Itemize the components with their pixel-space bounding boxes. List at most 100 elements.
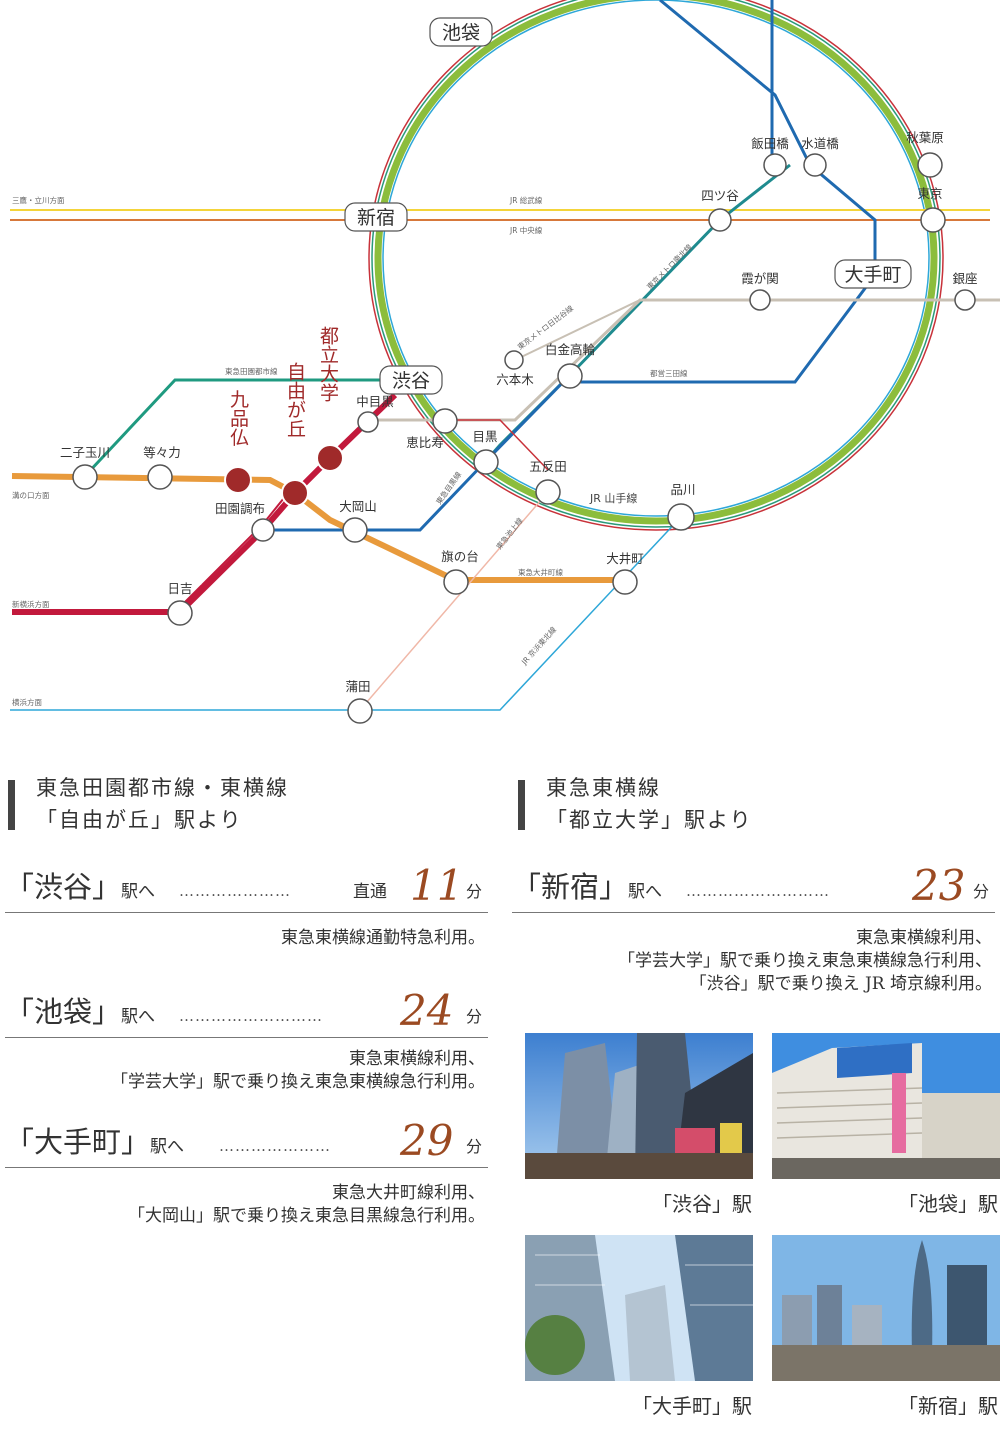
svg-text:五反田: 五反田 (529, 459, 567, 474)
photo-otemachi (525, 1235, 753, 1381)
hub-shibuya: 渋谷 (379, 365, 443, 395)
svg-text:品川: 品川 (670, 482, 695, 497)
route-minutes: 23 (912, 861, 966, 910)
route-shinjuku: 「新宿」駅へ ……………………… 23 分 (512, 860, 995, 913)
svg-text:新宿: 新宿 (357, 207, 395, 229)
svg-text:九品仏: 九品仏 (227, 389, 249, 446)
station-tokyo: 東京 (917, 186, 946, 233)
label-chuo: JR 中央線 (509, 225, 543, 235)
route-unit: 分 (465, 1007, 482, 1026)
station-hiyoshi: 日吉 (167, 581, 193, 626)
svg-text:二子玉川: 二子玉川 (60, 445, 110, 460)
route-suffix: 駅へ (121, 882, 156, 902)
svg-text:六本木: 六本木 (496, 372, 534, 387)
station-denenchofu: 田園調布 (215, 501, 275, 542)
direction-shinyokohama: 新横浜方面 (12, 599, 50, 609)
svg-text:蒲田: 蒲田 (345, 679, 370, 694)
label-yamanote: JR 山手線 (589, 491, 637, 505)
route-note-ikebukuro: 東急東横線利用、 「学芸大学」駅で乗り換え東急東横線急行利用。 (111, 1049, 485, 1092)
station-shirokanetakanawa: 白金高輪 (545, 342, 596, 389)
station-ookayama: 大岡山 (339, 499, 377, 543)
station-iidabashi: 飯田橋 (751, 136, 789, 177)
route-minutes: 11 (410, 861, 464, 910)
railway-map: 三鷹・立川方面 溝の口方面 新横浜方面 横浜方面 JR 総武線 JR 中央線 東… (10, 0, 1000, 724)
station-oimachi: 大井町 (606, 551, 644, 595)
svg-text:等々力: 等々力 (143, 445, 181, 460)
station-nakameguro: 中目黒 (356, 394, 394, 433)
route-unit: 分 (465, 1137, 482, 1156)
heading-bar (8, 780, 15, 830)
label-namboku: 東京メトロ南北線 (644, 242, 694, 292)
svg-text:東京: 東京 (917, 186, 942, 201)
route-dest: 「大手町」 (5, 1125, 151, 1159)
station-ebisu: 恵比寿 (406, 408, 458, 450)
label-mita: 都営三田線 (650, 368, 688, 378)
route-shibuya: 「渋谷」駅へ ………………… 直通 11 分 (5, 860, 488, 913)
svg-text:水道橋: 水道橋 (801, 136, 839, 151)
station-roppongi: 六本木 (496, 350, 534, 387)
route-suffix: 駅へ (121, 1007, 156, 1027)
photo-ikebukuro (772, 1033, 1000, 1179)
svg-text:目黒: 目黒 (472, 429, 497, 444)
route-minutes: 24 (400, 986, 454, 1035)
svg-text:都立大学: 都立大学 (317, 326, 339, 402)
svg-text:大手町: 大手町 (844, 264, 901, 286)
route-unit: 分 (465, 882, 482, 901)
route-note-shibuya: 東急東横線通勤特急利用。 (281, 928, 485, 948)
ikegami-line (359, 491, 549, 711)
station-shinagawa: 品川 (667, 482, 696, 531)
svg-text:恵比寿: 恵比寿 (406, 435, 444, 450)
toyoko-line (12, 392, 398, 615)
station-gotanda: 五反田 (529, 459, 567, 505)
direction-yokohama: 横浜方面 (12, 697, 42, 707)
station-ginza: 銀座 (952, 271, 978, 311)
denentoshi-line (83, 378, 420, 478)
label-denentoshi: 東急田園都市線 (225, 366, 278, 376)
svg-text:霞が関: 霞が関 (741, 271, 779, 286)
svg-text:旗の台: 旗の台 (441, 549, 479, 564)
svg-text:白金高輪: 白金高輪 (545, 342, 596, 357)
left-heading: 東急田園都市線・東横線 「自由が丘」駅より (8, 772, 289, 836)
right-heading: 東急東横線 「都立大学」駅より (518, 772, 753, 836)
route-unit: 分 (972, 882, 989, 901)
yamanote-loop (368, 0, 944, 531)
label-oimachi: 東急大井町線 (518, 567, 563, 577)
left-heading-line2: 「自由が丘」駅より (36, 808, 243, 832)
heading-bar (518, 780, 525, 830)
station-meguro: 目黒 (472, 429, 499, 475)
hibiya-line (368, 298, 1000, 422)
label-sobu: JR 総武線 (509, 195, 543, 205)
route-via: 直通 (353, 882, 387, 902)
direction-mizonokuchi: 溝の口方面 (12, 490, 50, 500)
svg-text:大岡山: 大岡山 (339, 499, 377, 514)
route-otemachi: 「大手町」駅へ ………………… 29 分 (5, 1115, 488, 1168)
station-toritsudaigaku: 都立大学 (316, 326, 344, 472)
left-heading-line1: 東急田園都市線・東横線 (36, 776, 289, 800)
leader-dots: ……………………… (179, 1007, 323, 1025)
svg-text:秋葉原: 秋葉原 (906, 130, 944, 145)
photo-shinjuku (772, 1235, 1000, 1381)
route-minutes: 29 (400, 1116, 454, 1165)
station-akihabara: 秋葉原 (906, 130, 944, 178)
station-jiyugaoka: 自由が丘 (281, 362, 309, 507)
svg-text:日吉: 日吉 (167, 581, 192, 596)
route-note-otemachi: 東急大井町線利用、 「大岡山」駅で乗り換え東急目黒線急行利用。 (128, 1183, 485, 1226)
station-hatanodai: 旗の台 (441, 549, 479, 595)
svg-text:田園調布: 田園調布 (215, 501, 265, 516)
saikyo-branch (445, 419, 549, 471)
route-ikebukuro: 「池袋」駅へ ……………………… 24 分 (5, 985, 488, 1038)
leader-dots: ………………… (179, 882, 291, 900)
route-dest: 「渋谷」 (5, 870, 122, 904)
svg-text:渋谷: 渋谷 (392, 370, 430, 392)
leader-dots: ……………………… (686, 882, 830, 900)
station-todoroki: 等々力 (143, 445, 181, 490)
label-keihin: JR 京浜東北線 (518, 624, 558, 667)
hub-otemachi: 大手町 (834, 259, 912, 289)
label-ikegami: 東急池上線 (494, 515, 525, 551)
route-suffix: 駅へ (628, 882, 663, 902)
svg-text:自由が丘: 自由が丘 (284, 362, 306, 438)
svg-text:四ツ谷: 四ツ谷 (701, 188, 739, 203)
hub-ikebukuro: 池袋 (429, 17, 493, 47)
station-suidobashi: 水道橋 (801, 136, 839, 177)
route-dest: 「新宿」 (512, 870, 629, 904)
